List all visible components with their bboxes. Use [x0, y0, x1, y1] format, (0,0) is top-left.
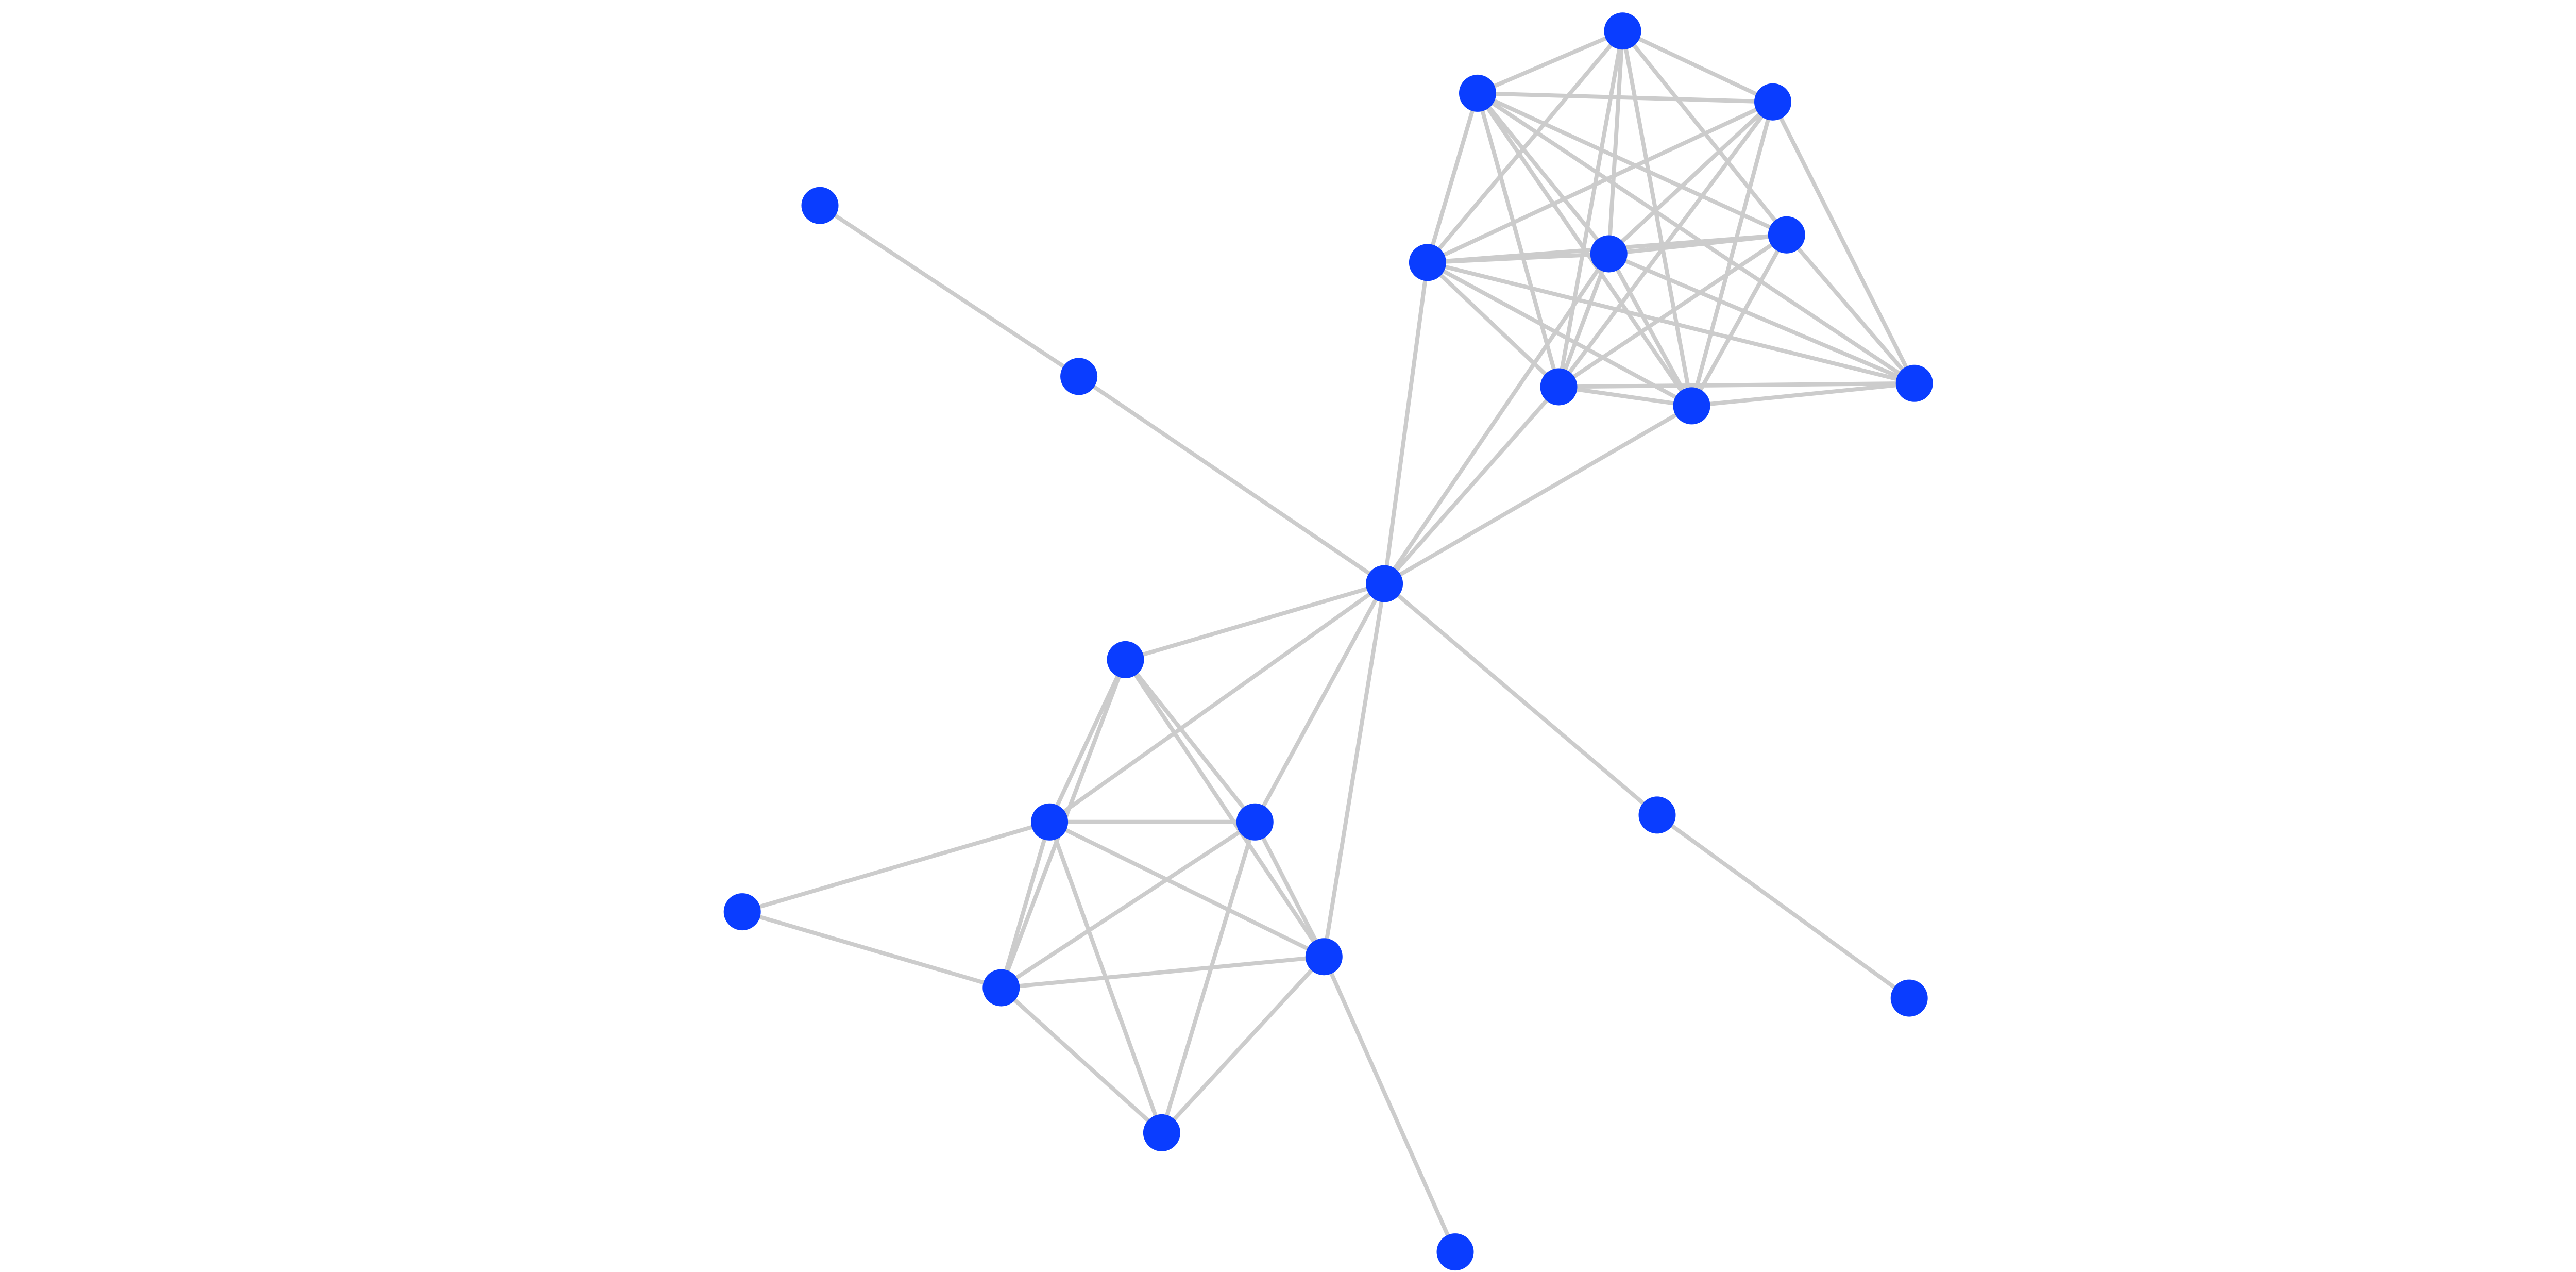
node-bottom-c: [1236, 803, 1274, 841]
node-top-f: [1409, 244, 1446, 281]
edge-top-b-top-e: [1476, 91, 1611, 256]
edge-top-e-top-f: [1425, 252, 1611, 265]
edge-hub-bottom-d: [1321, 581, 1387, 959]
nodes-layer: [723, 12, 1933, 1271]
edge-top-b-top-g: [1476, 91, 1561, 389]
edge-hub-bottom-b: [1047, 581, 1387, 824]
edge-top-b-top-c: [1476, 91, 1775, 104]
edge-hub-top-f: [1382, 260, 1430, 586]
node-pendant-right-outer: [1890, 979, 1928, 1017]
edge-top-a-top-g: [1556, 29, 1625, 389]
edge-top-e-top-h: [1606, 252, 1694, 408]
node-pendant-left: [723, 893, 761, 931]
node-top-i: [1895, 364, 1933, 402]
edges-layer: [740, 29, 1917, 1254]
node-bottom-f: [1143, 1114, 1180, 1151]
edge-top-a-top-e: [1606, 29, 1625, 256]
node-top-c: [1754, 83, 1791, 121]
edge-top-a-top-h: [1620, 29, 1694, 408]
edge-bottom-b-bottom-e: [999, 819, 1052, 990]
edge-top-b-top-i: [1476, 91, 1917, 386]
edge-bottom-d-bottom-f: [1159, 955, 1326, 1135]
node-top-b: [1459, 74, 1496, 112]
edge-hub-top-g: [1382, 384, 1561, 586]
edge-bottom-c-bottom-d: [1252, 819, 1326, 959]
edge-bottom-e-pendant-left: [740, 910, 1004, 990]
edge-top-e-top-g: [1556, 252, 1611, 389]
node-top-e: [1590, 235, 1628, 273]
edge-top-f-top-g: [1425, 260, 1561, 389]
edge-top-d-top-h: [1689, 232, 1789, 408]
edge-top-a-top-c: [1620, 29, 1775, 104]
edge-top-g-top-i: [1556, 381, 1917, 389]
edge-bottom-c-bottom-e: [999, 819, 1257, 990]
node-pendant-bottom: [1436, 1233, 1474, 1271]
edge-pendant-upper-left-inner-hub: [1077, 374, 1387, 586]
edge-bottom-b-pendant-left: [740, 819, 1052, 914]
edge-bottom-b-bottom-d: [1047, 819, 1326, 959]
edge-top-c-top-i: [1771, 99, 1917, 386]
edge-bottom-a-bottom-d: [1123, 657, 1326, 959]
edge-top-b-top-d: [1476, 91, 1789, 237]
edge-bottom-c-bottom-f: [1159, 819, 1257, 1135]
edge-top-b-top-f: [1425, 91, 1480, 265]
edge-top-f-top-i: [1425, 260, 1917, 386]
edge-pendant-right-inner-pendant-right-outer: [1655, 813, 1911, 1000]
node-pendant-upper-left-outer: [801, 187, 839, 224]
node-bottom-e: [982, 969, 1020, 1007]
node-hub: [1366, 565, 1403, 602]
node-pendant-right-inner: [1638, 796, 1676, 834]
edge-top-c-top-e: [1606, 99, 1775, 256]
edge-bottom-d-pendant-bottom: [1321, 955, 1458, 1254]
edge-top-d-top-g: [1556, 232, 1789, 389]
edge-top-a-top-f: [1425, 29, 1625, 265]
edge-hub-pendant-right-inner: [1382, 581, 1659, 817]
edge-bottom-d-bottom-e: [999, 955, 1326, 990]
edge-top-d-top-i: [1784, 232, 1917, 386]
edge-top-f-top-h: [1425, 260, 1694, 408]
node-top-d: [1768, 216, 1805, 254]
node-bottom-a: [1107, 641, 1144, 678]
edge-top-e-top-i: [1606, 252, 1917, 386]
edge-top-h-top-i: [1689, 381, 1917, 408]
node-bottom-d: [1305, 938, 1343, 976]
node-top-g: [1540, 368, 1578, 406]
node-bottom-b: [1031, 803, 1069, 841]
node-top-h: [1673, 387, 1710, 425]
node-pendant-upper-left-inner: [1060, 358, 1098, 395]
edge-hub-top-h: [1382, 404, 1694, 586]
edge-hub-bottom-a: [1123, 581, 1387, 662]
edge-hub-bottom-c: [1252, 581, 1387, 824]
edge-bottom-a-bottom-b: [1047, 657, 1128, 824]
edge-top-c-top-f: [1425, 99, 1775, 265]
edge-top-a-top-b: [1476, 29, 1625, 95]
node-top-a: [1604, 12, 1641, 50]
edge-top-c-top-h: [1689, 99, 1775, 408]
edge-bottom-a-bottom-c: [1123, 657, 1257, 824]
edge-bottom-e-bottom-f: [999, 985, 1164, 1135]
edge-pendant-upper-left-outer-pendant-upper-left-inner: [818, 203, 1081, 379]
edge-top-g-top-h: [1556, 384, 1694, 408]
